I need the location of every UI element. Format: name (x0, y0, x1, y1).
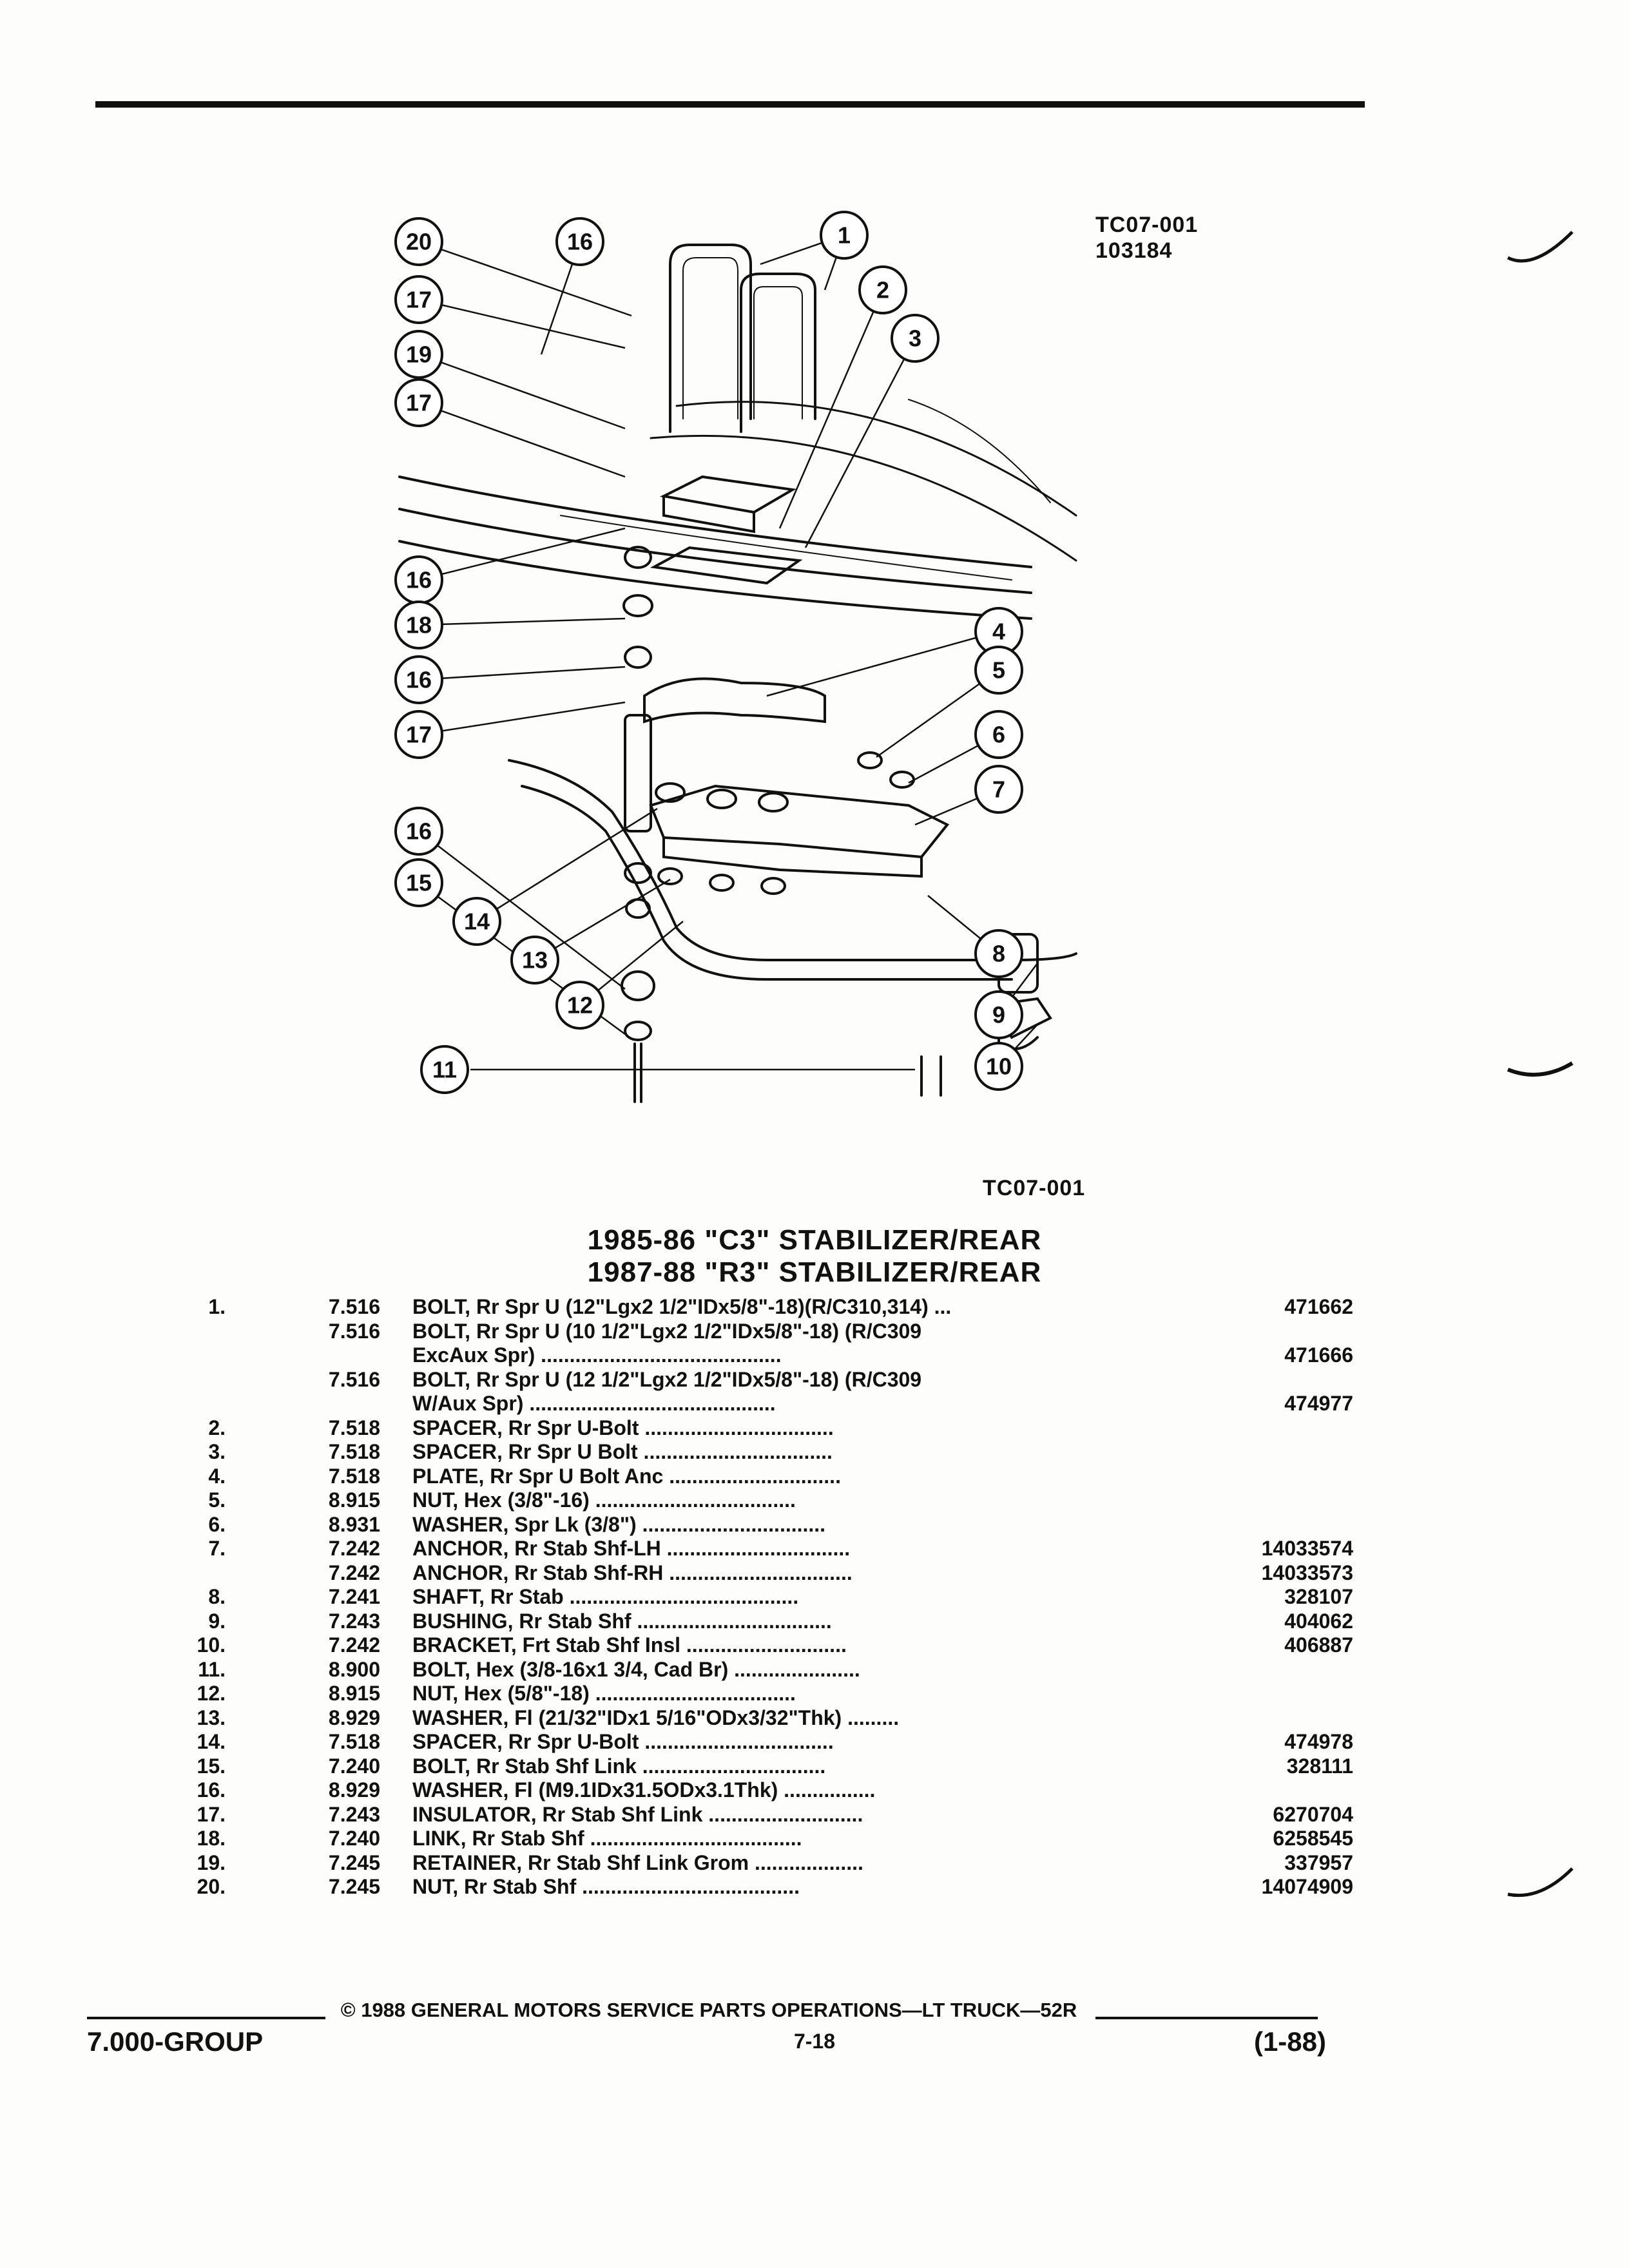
caption-code: TC07-001 (983, 1176, 1086, 1200)
callout-17: 17 (406, 722, 432, 748)
callout-11: 11 (432, 1057, 457, 1083)
footer-rule-right (1095, 2017, 1318, 2019)
copyright-line: © 1988 GENERAL MOTORS SERVICE PARTS OPER… (340, 1999, 1077, 2021)
callout-2: 2 (876, 277, 889, 303)
callout-3: 3 (909, 325, 921, 352)
callout-4: 4 (992, 619, 1005, 645)
callout-16: 16 (406, 567, 432, 593)
drawing-code: TC07-001 (1095, 213, 1199, 237)
callout-15: 15 (406, 870, 432, 896)
callout-10: 10 (986, 1053, 1012, 1080)
callout-8: 8 (992, 941, 1005, 967)
page-number: 7-18 (793, 2030, 836, 2053)
callout-9: 9 (992, 1002, 1005, 1028)
drawing-date: 103184 (1095, 238, 1173, 263)
footer-rule-left (87, 2017, 325, 2019)
callout-19: 19 (406, 341, 432, 368)
callout-16: 16 (406, 667, 432, 693)
callout-18: 18 (406, 612, 432, 639)
revision-date: (1-88) (1253, 2026, 1326, 2057)
callout-16: 16 (406, 818, 432, 845)
callout-6: 6 (992, 722, 1005, 748)
callout-20: 20 (406, 229, 432, 255)
binding-mark-middle (1507, 1061, 1574, 1077)
title-line-2: 1987-88 "R3" STABILIZER/REAR (587, 1256, 1042, 1288)
callout-16: 16 (567, 229, 593, 255)
callout-17: 17 (406, 390, 432, 416)
exploded-parts-diagram: 20 16 1 17 2 19 3 17 16 18 4 16 5 17 6 7… (394, 211, 1077, 1103)
group-label: 7.000-GROUP (87, 2026, 264, 2057)
callout-12: 12 (567, 992, 593, 1019)
callout-5: 5 (992, 657, 1005, 684)
part-row: W/Aux Spr) .............................… (412, 1392, 1353, 1415)
callout-17: 17 (406, 287, 432, 313)
part-row: ExcAux Spr) ............................… (412, 1343, 1353, 1367)
binding-mark-bottom (1507, 1867, 1574, 1898)
callout-1: 1 (838, 222, 851, 249)
binding-mark-top (1507, 231, 1574, 263)
title-line-1: 1985-86 "C3" STABILIZER/REAR (587, 1224, 1042, 1256)
callout-7: 7 (992, 776, 1005, 803)
callout-13: 13 (522, 947, 548, 974)
top-rule (95, 101, 1365, 108)
callout-14: 14 (464, 908, 490, 935)
